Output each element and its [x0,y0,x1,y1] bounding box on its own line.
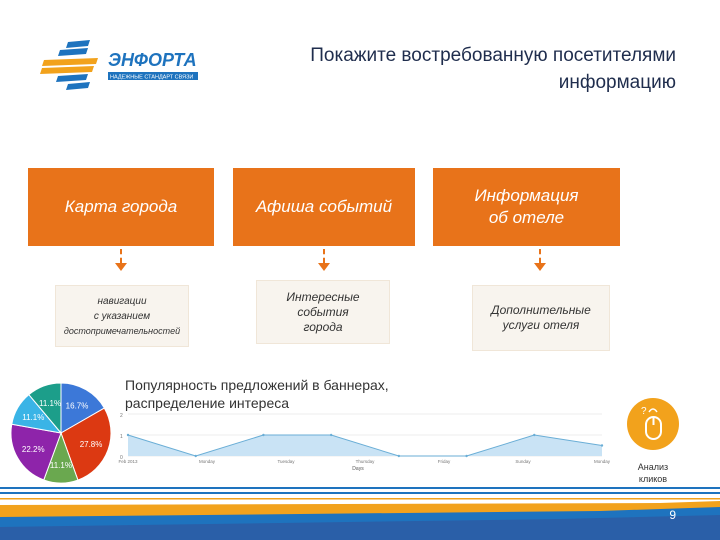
click-analysis-label-line2: кликов [638,474,668,484]
data-point [465,454,468,458]
page-number: 9 [669,508,676,522]
data-point [126,433,130,437]
detail-box-city-map: навигации с указанием достопримечательно… [55,285,189,347]
down-arrow-icon [115,249,127,271]
detail-box-hotel-services: Дополнительные услуги отеля [472,285,610,351]
detail-line: города [303,319,343,334]
data-point [329,433,333,437]
y-tick-label: 1 [120,434,123,440]
x-tick-label: Monday [199,459,216,464]
detail-line: Интересные [286,289,360,304]
data-point [600,444,604,447]
logo-brand: ЭНФОРТА [108,50,197,70]
detail-line: достопримечательностей [63,325,181,336]
x-tick-label: Tuesday [277,459,295,464]
feature-box-hotel-info-line1: Информация [474,186,579,205]
down-arrow-icon [318,249,330,271]
feature-box-city-map-label: Карта города [64,197,178,216]
pie-slice-label: 16.7% [66,401,89,410]
data-point [533,433,536,437]
feature-box-hotel-info-line2: об отеле [488,208,565,227]
feature-box-events-label: Афиша событий [255,197,393,216]
click-analysis-label: Анализ кликов [622,461,684,485]
down-arrow-icon [534,249,546,271]
x-tick-label: Sunday [515,459,531,464]
data-point [262,433,265,437]
detail-line: события [297,304,349,319]
page-title-line1: Покажите востребованную посетителями [310,45,676,66]
detail-line: навигации [97,295,147,307]
pie-slice-label: 11.1% [39,399,61,408]
pie-slice-label: 11.1% [22,413,44,422]
caption-line2: распределение интереса [125,395,290,411]
mouse-icon: ? [641,406,662,440]
page-title-line2: информацию [558,72,676,93]
logo-tagline: НАДЕЖНЫЕ СТАНДАРТ СВЯЗИ [110,75,193,81]
y-tick-label: 2 [120,413,123,419]
detail-line: с указанием [93,310,151,322]
caption-line1: Популярность предложений в баннерах, [125,377,389,393]
x-axis-label: Days [352,466,364,472]
enforta-logo: ЭНФОРТА НАДЕЖНЫЕ СТАНДАРТ СВЯЗИ [38,36,200,92]
pie-slice [10,423,62,481]
feature-box-events: Афиша событий [233,168,415,246]
question-icon: ? [641,406,647,417]
y-tick-label: 0 [120,455,123,461]
page-title: Покажите востребованную посетителями инф… [206,42,676,96]
click-analysis-label-line1: Анализ [637,462,669,472]
enforta-logo-graphic: ЭНФОРТА НАДЕЖНЫЕ СТАНДАРТ СВЯЗИ [40,40,198,90]
x-tick-label: Monday [594,459,610,464]
feature-box-city-map: Карта города [28,168,214,246]
pie-slice-label: 27.8% [80,440,103,449]
detail-line: Дополнительные [491,303,591,317]
pie-slice-label: 22.2% [22,445,45,454]
data-point [194,454,197,458]
x-tick-label: Friday [438,459,451,464]
footer-decoration [0,487,720,540]
interest-pie-chart: 16.7% 27.8% 11.1% 22.2% 11.1% 11.1% [10,382,112,484]
line-series [127,434,603,457]
click-analysis-icon: ? [627,398,679,450]
pie-slice-label: 11.1% [50,461,72,470]
detail-box-events: Интересные события города [256,280,390,344]
x-tick-label: Feb 2013 [118,459,138,464]
pie-slice [60,382,106,434]
data-point [397,454,401,458]
feature-box-hotel-info: Информация об отеле [433,168,620,246]
pie-slice [60,407,112,481]
banner-popularity-caption: Популярность предложений в баннерах, рас… [125,376,389,412]
pie-slice [28,382,62,435]
detail-line: услуги отеля [502,318,580,332]
x-tick-label: Thursday [356,459,376,464]
